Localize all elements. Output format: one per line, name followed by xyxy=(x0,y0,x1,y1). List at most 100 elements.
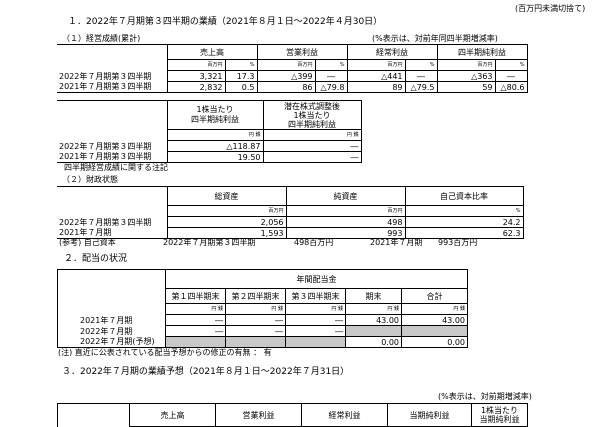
value-cell: 3,321 xyxy=(166,70,226,82)
unit-cell: 百万円 xyxy=(166,59,226,71)
table-row: 2022年７月期第３四半期 △118.87 ― xyxy=(57,140,362,152)
header-sales: 売上高 xyxy=(166,44,258,60)
table-row: 2021年７月期 ― ― ― 43.00 43.00 xyxy=(57,314,468,326)
row-label: 2022年７月期(予想) xyxy=(57,336,166,348)
table-row: 2022年７月期第３四半期 3,321 17.3 △399 ― △441 ― △… xyxy=(57,70,528,82)
header-eps: 1株当たり 四半期純利益 xyxy=(166,100,264,130)
table-row: 2022年７月期(予想) 0.00 0.00 xyxy=(57,336,468,348)
dividend-note: (注) 直近に公表されている配当予想からの修正の有無 ： 有 xyxy=(58,348,272,357)
row-label: 2022年７月期第３四半期 xyxy=(57,216,168,228)
header-ordinary-income: 経常利益 xyxy=(301,403,388,427)
unit-cell: 百万円 xyxy=(346,59,406,71)
value-cell: ― xyxy=(262,151,362,163)
header-annual-dividend: 年間配当金 xyxy=(165,269,468,289)
unit-cell: % xyxy=(224,59,258,71)
header-q3-end: 第３四半期末 xyxy=(285,288,346,304)
unit-cell: 円 銭 xyxy=(401,303,468,315)
value-cell: ― xyxy=(285,314,346,326)
value-cell: ― xyxy=(165,314,226,326)
value-cell xyxy=(225,336,286,348)
unit-cell: 円 銭 xyxy=(165,303,226,315)
value-cell: 19.50 xyxy=(166,151,264,163)
row-label: 2021年７月期第３四半期 xyxy=(57,81,168,93)
equity-reference-value-2: 993百万円 xyxy=(438,238,478,247)
unit-cell: 円 銭 xyxy=(166,129,264,141)
value-cell: 24.2 xyxy=(404,216,524,228)
value-cell: ― xyxy=(165,325,226,337)
value-cell: △363 xyxy=(436,70,496,82)
unit-cell: 百万円 xyxy=(166,205,287,217)
value-cell: ― xyxy=(494,70,528,82)
value-cell: △441 xyxy=(346,70,406,82)
unit-cell: % xyxy=(314,59,348,71)
operating-results-table: 売上高 営業利益 経常利益 四半期純利益 百万円 % 百万円 % 百万円 % 百… xyxy=(57,44,528,93)
value-cell: △118.87 xyxy=(166,140,264,152)
value-cell: 993 xyxy=(285,227,406,239)
unit-cell: 百万円 xyxy=(285,205,406,217)
value-cell: △399 xyxy=(256,70,316,82)
header-net-income: 四半期純利益 xyxy=(436,44,528,60)
section-1-2-title: （２）財政状態 xyxy=(62,175,118,184)
header-equity-ratio: 自己資本比率 xyxy=(404,186,524,206)
value-cell: △79.5 xyxy=(404,81,438,93)
table-row: 2021年７月期 1,593 993 62.3 xyxy=(57,227,524,239)
value-cell: ― xyxy=(404,70,438,82)
header-net-income: 当期純利益 xyxy=(387,403,472,427)
header-year-end: 期末 xyxy=(345,288,402,304)
eps-note: 四半期経営成績に関する注記 xyxy=(64,163,168,172)
value-cell: ― xyxy=(225,314,286,326)
value-cell: 2,056 xyxy=(166,216,287,228)
value-cell: △79.8 xyxy=(314,81,348,93)
row-label: 2021年７月期 xyxy=(57,227,168,239)
value-cell: 43.00 xyxy=(401,314,468,326)
value-cell: 17.3 xyxy=(224,70,258,82)
header-operating-income: 営業利益 xyxy=(215,403,302,427)
header-q1-end: 第１四半期末 xyxy=(165,288,226,304)
financial-position-table: 総資産 純資産 自己資本比率 百万円 百万円 % 2022年７月期第３四半期 2… xyxy=(57,186,524,239)
equity-reference-period-1: 2022年７月期第３四半期 xyxy=(163,238,256,247)
row-label: 2021年７月期第３四半期 xyxy=(57,151,168,163)
header-net-assets: 純資産 xyxy=(285,186,406,206)
unit-cell: % xyxy=(404,59,438,71)
value-cell: 0.5 xyxy=(224,81,258,93)
value-cell: 59 xyxy=(436,81,496,93)
header-diluted-eps: 潜在株式調整後 1株当たり 四半期純利益 xyxy=(262,100,362,130)
eps-table: 1株当たり 四半期純利益 潜在株式調整後 1株当たり 四半期純利益 円 銭 円 … xyxy=(57,100,362,163)
equity-reference-period-2: 2021年７月期 xyxy=(370,238,423,247)
value-cell: 0.00 xyxy=(401,336,468,348)
dividend-table: 年間配当金 第１四半期末 第２四半期末 第３四半期末 期末 合計 円 銭 円 銭… xyxy=(57,269,468,348)
value-cell: 1,593 xyxy=(166,227,287,239)
value-cell: 86 xyxy=(256,81,316,93)
unit-cell: % xyxy=(404,205,524,217)
value-cell: ― xyxy=(225,325,286,337)
value-cell: 2,832 xyxy=(166,81,226,93)
table-row: 2021年７月期第３四半期 2,832 0.5 86 △79.8 89 △79.… xyxy=(57,81,528,93)
section-1-1-title: （１）経営成績(累計) xyxy=(62,34,141,43)
value-cell xyxy=(345,325,402,337)
header-q2-end: 第２四半期末 xyxy=(225,288,286,304)
header-sales: 売上高 xyxy=(129,403,216,427)
value-cell: 0.00 xyxy=(345,336,402,348)
value-cell: 89 xyxy=(346,81,406,93)
header-ordinary-income: 経常利益 xyxy=(346,44,438,60)
forecast-table: 売上高 営業利益 経常利益 当期純利益 1株当たり 当期純利益 xyxy=(57,403,528,427)
section-1-1-note: (%表示は、対前年同四半期増減率) xyxy=(372,34,498,43)
unit-cell: 百万円 xyxy=(436,59,496,71)
equity-reference-prefix: (参考) 自己資本 xyxy=(59,238,116,247)
equity-reference-value-1: 498百万円 xyxy=(294,238,334,247)
unit-cell: 円 銭 xyxy=(285,303,346,315)
section-1-title: １．2022年７月期第３四半期の業績（2021年８月１日～2022年４月30日） xyxy=(68,17,383,27)
value-cell: ― xyxy=(285,325,346,337)
section-3-title: ３．2022年７月期の業績予想（2021年８月１日～2022年７月31日） xyxy=(62,367,350,377)
value-cell: ― xyxy=(314,70,348,82)
header-operating-income: 営業利益 xyxy=(256,44,348,60)
value-cell: 498 xyxy=(285,216,406,228)
value-cell: 43.00 xyxy=(345,314,402,326)
unit-cell: 円 銭 xyxy=(225,303,286,315)
row-label: 2021年７月期 xyxy=(57,314,166,326)
value-cell xyxy=(165,336,226,348)
value-cell xyxy=(285,336,346,348)
header-total-assets: 総資産 xyxy=(166,186,287,206)
value-cell: 62.3 xyxy=(404,227,524,239)
table-row: 2021年７月期第３四半期 19.50 ― xyxy=(57,151,362,163)
